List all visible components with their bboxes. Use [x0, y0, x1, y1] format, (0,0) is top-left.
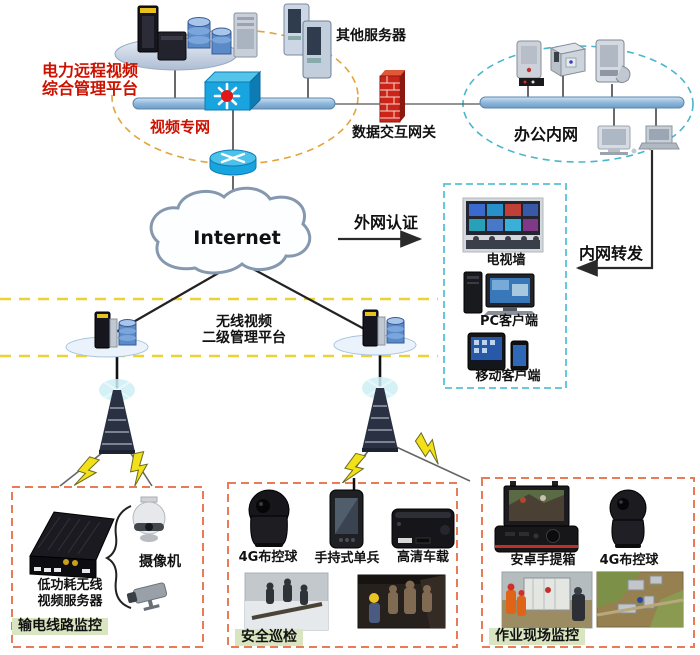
office-pc-icon [597, 125, 637, 155]
handheld-device-icon [329, 478, 364, 549]
ball-4g-2-label: 4G布控球 [599, 553, 659, 568]
box-camera-icon [126, 582, 168, 611]
camera-brace [104, 505, 132, 609]
ball-camera-icon [248, 489, 290, 547]
dome-camera-icon [132, 496, 166, 542]
android-case-icon [494, 481, 579, 553]
patrol-photo-night [357, 574, 446, 629]
wireless-platform-label-line2: 二级管理平台 [202, 330, 286, 346]
mobile-client-label: 移动客户端 [475, 369, 541, 384]
radio-tower-right [362, 377, 398, 452]
vehicle-device-icon [391, 508, 455, 549]
ball-4g-label: 4G布控球 [238, 550, 298, 565]
zone-patrol-title: 安全巡检 [235, 629, 303, 647]
switch-icon [203, 70, 262, 112]
other-servers-icons [283, 3, 332, 79]
intranet-forward-label: 内网转发 [579, 244, 644, 263]
pc-client-icon [463, 271, 536, 315]
pc-client-label: PC客户端 [479, 314, 539, 329]
office-network-bus [479, 96, 685, 109]
radio-tower-left [99, 379, 135, 454]
site-photo-container [501, 571, 593, 629]
tv-wall-icon [462, 197, 544, 253]
internet-cloud [149, 186, 311, 275]
extranet-auth-label: 外网认证 [354, 213, 419, 232]
mobile-client-icon [467, 332, 529, 371]
firewall-icon [379, 70, 405, 123]
office-network-label: 办公内网 [514, 125, 579, 144]
vehicle-label: 高清车载 [396, 550, 450, 565]
handheld-label: 手持式单兵 [314, 551, 380, 566]
gateway-label: 数据交互网关 [352, 125, 436, 141]
low-power-server-label-line2: 视频服务器 [37, 594, 103, 609]
other-servers-label: 其他服务器 [336, 28, 406, 44]
platform-server-cluster [114, 5, 258, 71]
ball-camera-2-icon [609, 489, 647, 548]
office-server-icons [516, 39, 631, 86]
android-case-label: 安卓手提箱 [510, 553, 576, 568]
video-network-label: 视频专网 [150, 118, 211, 136]
wireless-platform-left [65, 311, 149, 358]
patrol-photo-snow [244, 572, 329, 631]
platform-title-line1: 电力远程视频 [42, 61, 139, 80]
site-photo-aerial [596, 571, 684, 628]
wireless-platform-label-line1: 无线视频 [216, 314, 272, 330]
camera-label: 摄像机 [139, 554, 181, 570]
intranet-forward-arrow [575, 150, 654, 277]
router-icon [209, 149, 257, 176]
tv-wall-label: 电视墙 [486, 253, 526, 268]
platform-title-line2: 综合管理平台 [42, 79, 139, 98]
internet-label: Internet [193, 227, 281, 249]
low-power-server-label-line1: 低功耗无线 [37, 578, 103, 593]
lightning-bolts [73, 431, 439, 487]
wireless-platform-right [333, 309, 417, 356]
low-power-server-icon [29, 511, 115, 579]
wireless-zone-boundary [0, 297, 438, 358]
zone-transmission-title: 输电线路监控 [12, 618, 108, 636]
zone-site-title: 作业现场监控 [489, 628, 585, 646]
office-laptop-icon [638, 125, 680, 150]
